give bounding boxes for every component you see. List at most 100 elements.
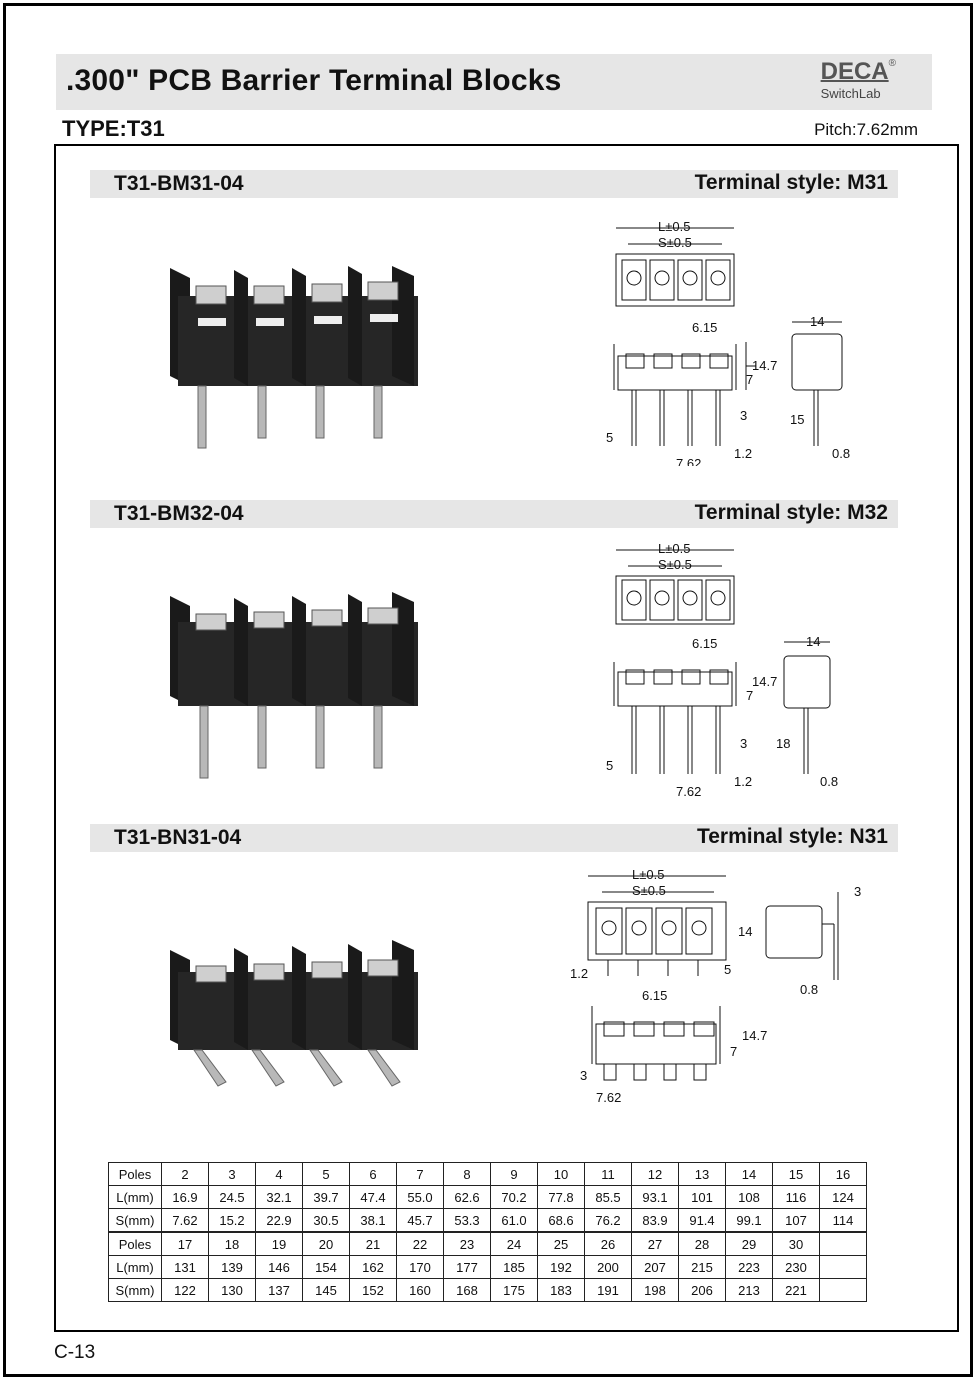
dim-c: 7 <box>746 372 753 387</box>
table-cell: 19 <box>255 1231 303 1256</box>
dim-L: L±0.5 <box>632 867 664 882</box>
table-cell: 170 <box>396 1255 444 1279</box>
table-cell: 116 <box>772 1185 820 1209</box>
dim-g: 1.2 <box>734 774 752 789</box>
table-cell: 91.4 <box>678 1208 726 1233</box>
dim-S: S±0.5 <box>658 235 692 250</box>
table-cell: 230 <box>772 1255 820 1279</box>
table-cell: 3 <box>208 1162 256 1186</box>
table-cell: 24.5 <box>208 1185 256 1209</box>
dim-c: 7 <box>746 688 753 703</box>
row-header: Poles <box>108 1162 162 1186</box>
table-cell: 200 <box>584 1255 632 1279</box>
table-cell: 30.5 <box>302 1208 350 1233</box>
table-cell: 177 <box>443 1255 491 1279</box>
table-cell: 68.6 <box>537 1208 585 1233</box>
type-label: TYPE:T31 <box>62 116 165 141</box>
product-photo-bm31 <box>170 266 418 449</box>
dim-g: 1.2 <box>734 446 752 461</box>
page-title: .300" PCB Barrier Terminal Blocks <box>66 64 562 97</box>
brand-name: DECA <box>820 58 889 85</box>
table-cell: 198 <box>631 1278 679 1302</box>
table-cell: 22 <box>396 1231 444 1256</box>
table-cell: 26 <box>584 1231 632 1256</box>
dim-d: 3 <box>740 736 747 751</box>
table-cell: 192 <box>537 1255 585 1279</box>
table-cell: 185 <box>490 1255 538 1279</box>
table-cell: 11 <box>584 1162 632 1186</box>
table-cell: 139 <box>208 1255 256 1279</box>
table-cell: 175 <box>490 1278 538 1302</box>
table-cell: 9 <box>490 1162 538 1186</box>
table-cell: 131 <box>161 1255 209 1279</box>
product-photo-bm32 <box>170 592 418 779</box>
table-cell: 23 <box>443 1231 491 1256</box>
row-header: S(mm) <box>108 1208 162 1233</box>
table-cell: 114 <box>819 1208 867 1233</box>
product-photo-bn31 <box>170 940 418 1087</box>
table-cell: 145 <box>302 1278 350 1302</box>
table-cell: 45.7 <box>396 1208 444 1233</box>
table-cell: 124 <box>819 1185 867 1209</box>
table-cell: 28 <box>678 1231 726 1256</box>
dim-e: 5 <box>606 758 613 773</box>
dim-a: 6.15 <box>692 636 717 651</box>
table-cell: 47.4 <box>349 1185 397 1209</box>
table-cell: 191 <box>584 1278 632 1302</box>
datasheet-page: .300" PCB Barrier Terminal Blocks DECA® … <box>3 3 973 1377</box>
table-cell: 2 <box>161 1162 209 1186</box>
dim-L: L±0.5 <box>658 219 690 234</box>
table-cell: 108 <box>725 1185 773 1209</box>
model-code: T31-BN31-04 <box>114 826 242 849</box>
brand-registered-mark: ® <box>888 58 896 69</box>
row-header: S(mm) <box>108 1278 162 1302</box>
table-cell: 38.1 <box>349 1208 397 1233</box>
table-cell: 39.7 <box>302 1185 350 1209</box>
dim-w: 14 <box>806 634 820 649</box>
table-cell: 162 <box>349 1255 397 1279</box>
table-cell: 12 <box>631 1162 679 1186</box>
table-cell: 137 <box>255 1278 303 1302</box>
pitch-label: Pitch:7.62mm <box>814 120 918 139</box>
terminal-block-illustration <box>170 940 418 1087</box>
table-cell: 16 <box>819 1162 867 1186</box>
terminal-style: Terminal style: M32 <box>694 501 888 524</box>
table-cell: 8 <box>443 1162 491 1186</box>
table-cell: 30 <box>772 1231 820 1256</box>
table-cell: 21 <box>349 1231 397 1256</box>
table-cell: 61.0 <box>490 1208 538 1233</box>
page-number: C-13 <box>54 1342 96 1363</box>
dim-b: 14.7 <box>742 1028 767 1043</box>
table-cell: 4 <box>255 1162 303 1186</box>
table-cell: 16.9 <box>161 1185 209 1209</box>
table-cell: 223 <box>725 1255 773 1279</box>
table-cell: 17 <box>161 1231 209 1256</box>
table-cell: 55.0 <box>396 1185 444 1209</box>
table-cell: 27 <box>631 1231 679 1256</box>
dim-c: 7 <box>730 1044 737 1059</box>
dimension-drawing-bn31: L±0.5 S±0.5 6.15 14.7 7 3 5 7.62 1.2 14 … <box>570 867 861 1105</box>
dim-S: S±0.5 <box>632 883 666 898</box>
dim-t: 0.8 <box>800 982 818 997</box>
dim-e: 5 <box>606 430 613 445</box>
table-cell: 14 <box>725 1162 773 1186</box>
table-cell: 99.1 <box>725 1208 773 1233</box>
row-header: Poles <box>108 1231 162 1256</box>
dim-d: 3 <box>740 408 747 423</box>
section-band-1: T31-BM31-04 Terminal style: M31 <box>90 170 898 198</box>
section-band-2: T31-BM32-04 Terminal style: M32 <box>90 500 898 528</box>
table-cell: 18 <box>208 1231 256 1256</box>
row-header: L(mm) <box>108 1185 162 1209</box>
dim-f: 7.62 <box>596 1090 621 1105</box>
table-cell: 15.2 <box>208 1208 256 1233</box>
brand-logo: DECA® SwitchLab <box>821 58 896 101</box>
table-cell: 13 <box>678 1162 726 1186</box>
dim-t: 0.8 <box>832 446 850 461</box>
table-cell <box>819 1231 867 1256</box>
table-cell: 29 <box>725 1231 773 1256</box>
dim-h: 3 <box>854 884 861 899</box>
table-cell: 207 <box>631 1255 679 1279</box>
